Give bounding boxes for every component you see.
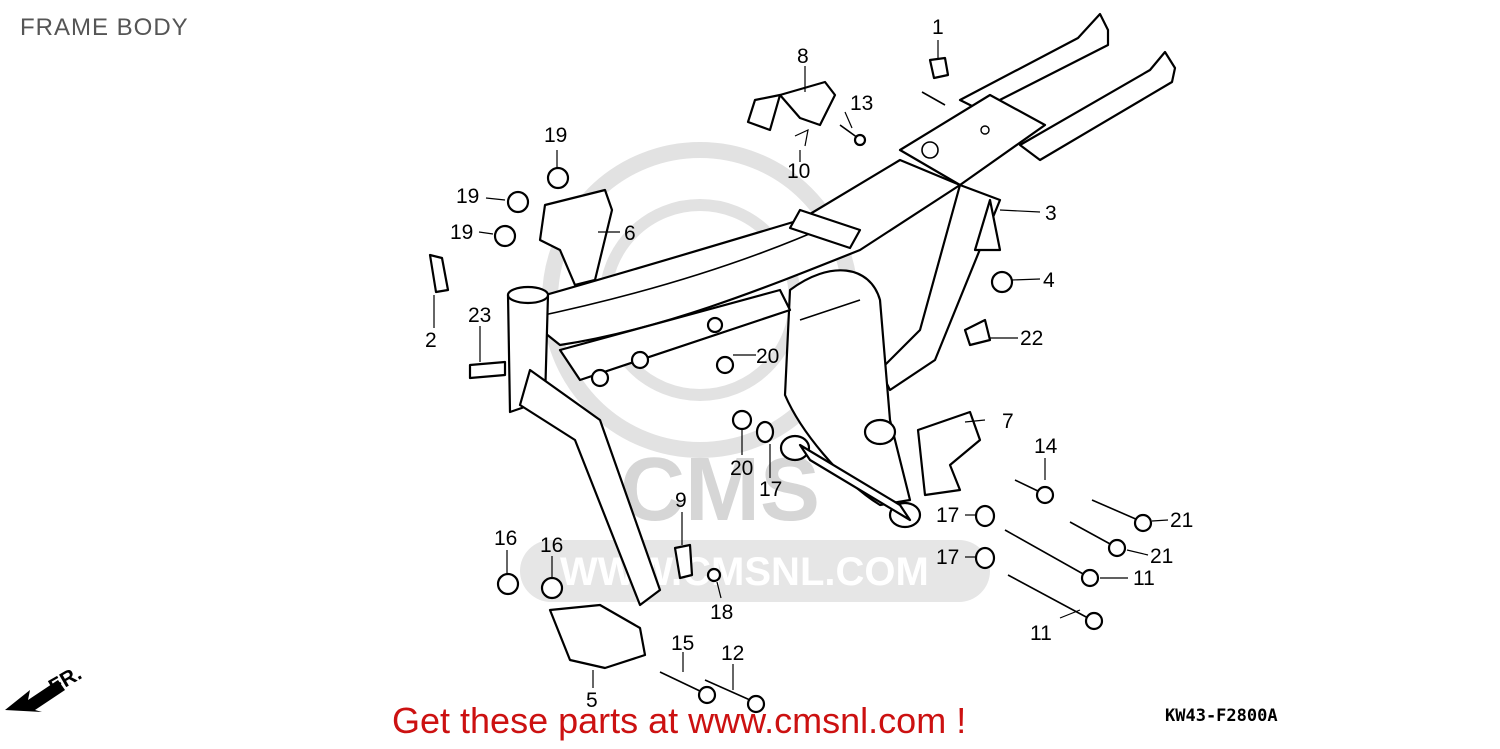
callout-16b: 16 — [540, 534, 563, 557]
callout-2: 2 — [425, 329, 437, 352]
diagram-title: FRAME BODY — [20, 14, 189, 41]
callout-23: 23 — [468, 304, 491, 327]
callout-17c: 17 — [936, 546, 959, 569]
watermark-url: WWW.CMSNL.COM — [560, 550, 929, 594]
callout-5: 5 — [586, 689, 598, 712]
small-parts — [428, 56, 1153, 714]
callout-21b: 21 — [1150, 545, 1173, 568]
callout-8: 8 — [797, 45, 809, 68]
callout-9: 9 — [675, 489, 687, 512]
callout-3: 3 — [1045, 202, 1057, 225]
callout-22: 22 — [1020, 327, 1043, 350]
front-direction-arrow: FR. — [5, 662, 86, 712]
callout-12: 12 — [721, 642, 744, 665]
main-frame — [506, 12, 1177, 607]
callout-labels: 1 2 3 4 5 6 7 8 9 10 11 11 12 13 14 15 1… — [425, 16, 1193, 712]
callout-17b: 17 — [936, 504, 959, 527]
callout-18: 18 — [710, 601, 733, 624]
callout-19a: 19 — [544, 124, 567, 147]
callout-20b: 20 — [730, 457, 753, 480]
callout-13: 13 — [850, 92, 873, 115]
callout-7: 7 — [1002, 410, 1014, 433]
callout-11a: 11 — [1133, 567, 1155, 590]
callout-11b: 11 — [1030, 622, 1052, 645]
callout-19c: 19 — [450, 221, 473, 244]
footer-promo-text: Get these parts at www.cmsnl.com ! — [392, 700, 967, 741]
callout-10: 10 — [787, 160, 810, 183]
callout-16a: 16 — [494, 527, 517, 550]
callout-1: 1 — [932, 16, 944, 39]
callout-19b: 19 — [456, 185, 479, 208]
callout-21a: 21 — [1170, 509, 1193, 532]
callout-4: 4 — [1043, 269, 1055, 292]
callout-6: 6 — [624, 222, 636, 245]
callout-14: 14 — [1034, 435, 1058, 458]
callout-15: 15 — [671, 632, 694, 655]
callout-20a: 20 — [756, 345, 779, 368]
leader-lines — [433, 40, 1169, 690]
callout-17a: 17 — [759, 478, 782, 501]
diagram-code: KW43-F2800A — [1165, 706, 1278, 726]
